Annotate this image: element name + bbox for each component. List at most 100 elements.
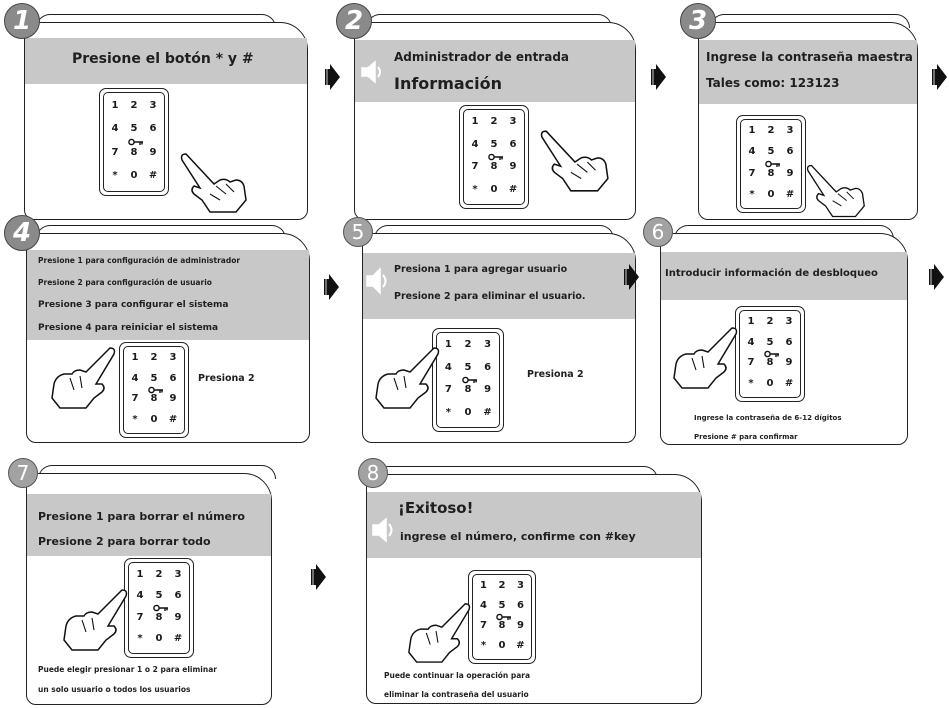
step-2-band [355, 40, 635, 102]
keypad-key: 4 [747, 336, 755, 348]
keypad-key: 1 [471, 116, 479, 128]
keypad-key: 0 [130, 169, 138, 181]
keypad-key: 7 [471, 161, 479, 173]
keypad-key: 0 [464, 406, 472, 418]
keypad-key: # [168, 414, 178, 426]
keypad-key: 5 [150, 372, 158, 384]
keypad-key: # [483, 406, 492, 418]
hand-icon [806, 164, 865, 218]
arrow-right-icon [932, 64, 947, 90]
keypad-key: # [516, 640, 525, 652]
keypad-key: 7 [748, 167, 756, 179]
keypad-key: 4 [480, 599, 487, 611]
keypad-key: 6 [484, 361, 492, 373]
speaker-icon [366, 267, 387, 295]
hand-icon [540, 130, 609, 192]
keypad-key: 7 [111, 146, 119, 158]
step-5-badge: 5 [343, 217, 373, 247]
keypad-key: 9 [169, 393, 177, 405]
step-6-note1: Ingrese la contraseña de 6-12 dígitos [694, 414, 842, 422]
keypad-key: 1 [136, 568, 144, 580]
key-icon [496, 613, 511, 621]
keypad-key: 6 [785, 336, 793, 348]
keypad-key: 1 [747, 315, 755, 327]
keypad-key: 5 [767, 146, 775, 158]
step-1-band [25, 38, 307, 84]
key-icon [153, 604, 168, 612]
keypad-key: 3 [174, 568, 182, 580]
step-1-badge: 1 [4, 3, 40, 39]
keypad-key: 6 [509, 138, 517, 150]
hand-icon [375, 347, 440, 409]
step-5-press: Presiona 2 [527, 369, 584, 380]
keypad-key: 0 [150, 414, 158, 426]
keypad-key: 8 [150, 393, 158, 405]
step-6-band [661, 252, 907, 300]
keypad-key: 1 [480, 579, 487, 591]
step-4-badge: 4 [4, 215, 40, 251]
arrow-right-icon [929, 264, 944, 290]
arrow-right-icon [324, 274, 339, 300]
keypad-key: 3 [169, 351, 177, 363]
keypad-key: 3 [484, 339, 492, 351]
keypad-key: * [137, 633, 143, 645]
step-8-line1: ¡Exitoso! [398, 499, 474, 517]
keypad-key: 0 [766, 378, 774, 390]
keypad-key: 2 [767, 125, 775, 137]
keypad-key: 8 [464, 384, 472, 396]
keypad-key: * [748, 378, 754, 390]
arrow-right-icon [624, 264, 639, 290]
keypad-key: 3 [509, 116, 517, 128]
keypad-key: * [132, 414, 138, 426]
keypad-key: 7 [444, 384, 452, 396]
keypad-key: 5 [155, 590, 163, 602]
keypad-key: 6 [169, 372, 177, 384]
step-7-line1: Presione 1 para borrar el número [38, 510, 245, 523]
keypad-key: # [173, 633, 183, 645]
keypad-key: 8 [130, 146, 138, 158]
keypad-key: 5 [498, 599, 506, 611]
keypad-key: 7 [747, 357, 755, 369]
step-2-line1: Administrador de entrada [394, 50, 570, 64]
keypad-key: 8 [767, 167, 775, 179]
keypad-key: 3 [785, 315, 793, 327]
step-5-band [363, 253, 635, 319]
keypad-key: 6 [516, 599, 524, 611]
keypad-key: 1 [131, 351, 139, 363]
keypad-key: 9 [516, 620, 524, 632]
step-5-line1: Presiona 1 para agregar usuario [394, 264, 568, 275]
key-icon [128, 138, 143, 146]
keypad-key: 5 [490, 138, 498, 150]
keypad-key: 0 [490, 183, 498, 195]
keypad-key: 7 [136, 611, 144, 623]
arrow-right-icon [325, 64, 340, 90]
step-6-badge: 6 [643, 217, 673, 247]
keypad-key: 9 [484, 384, 492, 396]
keypad-key: * [480, 640, 487, 652]
keypad-key: # [508, 183, 518, 195]
keypad-key: 2 [766, 315, 774, 327]
keypad-key: 9 [786, 167, 794, 179]
arrow-right-icon [311, 564, 326, 590]
keypad-key: 4 [471, 138, 479, 150]
keypad-key: 8 [490, 161, 498, 173]
key-icon [462, 376, 477, 384]
keypad-key: 5 [766, 336, 774, 348]
key-icon [488, 153, 503, 161]
step-4-press: Presiona 2 [198, 373, 255, 384]
step-8-badge: 8 [358, 458, 388, 488]
keypad-key: 3 [149, 100, 157, 112]
keypad-key: 7 [131, 393, 139, 405]
key-icon [148, 386, 163, 394]
step-5-line2: Presione 2 para eliminar el usuario. [394, 291, 586, 302]
keypad-key: 3 [786, 125, 794, 137]
keypad-key: 4 [748, 146, 756, 158]
step-7-band [27, 494, 271, 556]
step-8-note2: eliminar la contraseña del usuario [384, 690, 529, 699]
